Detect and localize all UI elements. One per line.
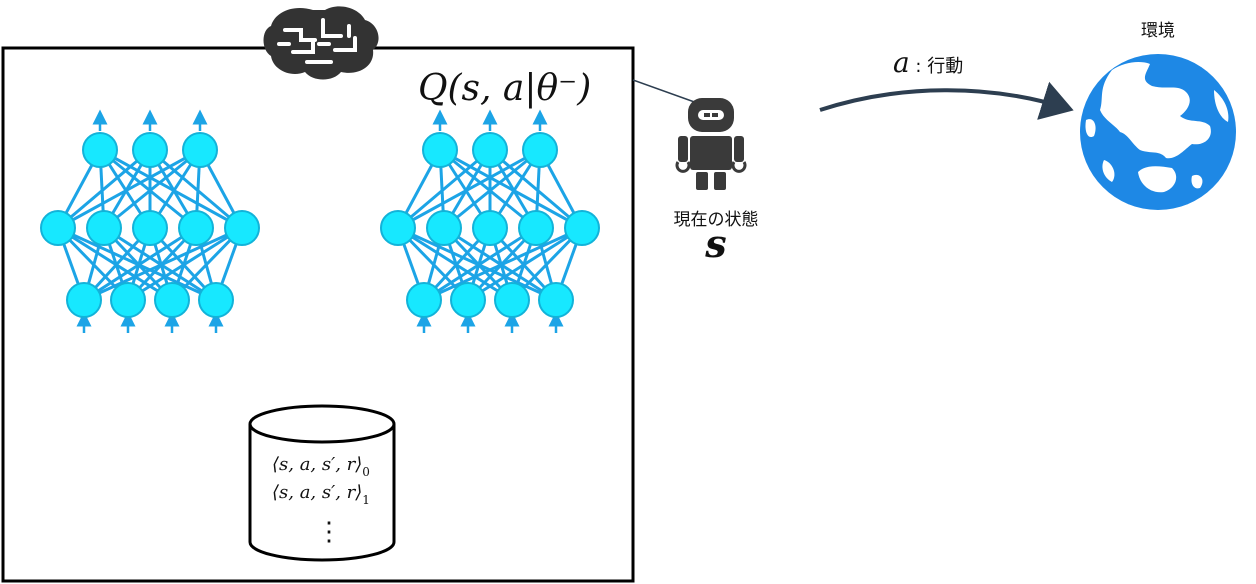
network-connection <box>149 148 243 230</box>
action-text: 行動 <box>927 56 963 77</box>
neuron <box>472 210 508 246</box>
replay-entry-1-index: 1 <box>362 493 370 507</box>
neuron <box>82 132 118 168</box>
state-caption: 現在の状態 <box>674 210 759 230</box>
action-symbol: a <box>893 46 910 79</box>
neuron <box>422 132 458 168</box>
target-network <box>380 109 600 333</box>
earth-icon <box>1080 54 1236 210</box>
neuron <box>406 282 442 318</box>
neuron <box>86 210 122 246</box>
network-connection <box>57 226 173 302</box>
replay-ellipsis: ⋮ <box>316 517 342 547</box>
network-connection <box>397 148 491 230</box>
neuron <box>110 282 146 318</box>
network-connection <box>443 226 557 302</box>
neuron <box>132 210 168 246</box>
network-connection <box>439 148 583 230</box>
neuron <box>472 132 508 168</box>
neuron <box>178 210 214 246</box>
neuron <box>154 282 190 318</box>
action-label: a : 行動 <box>893 46 963 79</box>
network-connection <box>57 148 201 230</box>
robot-icon <box>675 98 747 190</box>
network-connection <box>397 148 541 230</box>
neuron <box>66 282 102 318</box>
network-connection <box>489 148 583 230</box>
neuron <box>132 132 168 168</box>
network-connection <box>99 148 243 230</box>
agent-robot-connector <box>632 79 701 105</box>
neuron <box>494 282 530 318</box>
network-connection <box>57 148 151 230</box>
neuron <box>518 210 554 246</box>
brain-icon <box>263 6 379 80</box>
network-connection <box>103 226 217 302</box>
replay-entry-0-index: 0 <box>362 465 370 479</box>
network-connection <box>57 226 217 302</box>
network-connection <box>103 148 201 230</box>
neuron <box>522 132 558 168</box>
replay-entry-0: ⟨s, a, s′, r⟩0 <box>272 454 370 479</box>
neuron <box>198 282 234 318</box>
neuron <box>564 210 600 246</box>
network-connection <box>99 148 197 230</box>
neuron <box>224 210 260 246</box>
neuron <box>182 132 218 168</box>
q-function-label: Q(s, a|θ⁻) <box>418 68 591 109</box>
action-separator: : <box>910 56 928 77</box>
action-arrow <box>819 81 1074 120</box>
replay-entry-1-tuple: ⟨s, a, s′, r⟩ <box>272 482 362 503</box>
main-network <box>40 109 260 333</box>
replay-entry-1: ⟨s, a, s′, r⟩1 <box>272 482 370 507</box>
neuron <box>538 282 574 318</box>
state-symbol: s <box>704 221 726 266</box>
network-connection <box>397 226 513 302</box>
replay-memory: ⟨s, a, s′, r⟩0 ⟨s, a, s′, r⟩1 ⋮ <box>248 404 396 562</box>
network-connection <box>439 148 537 230</box>
environment-label: 環境 <box>1141 21 1175 41</box>
network-connection <box>443 148 541 230</box>
neuron <box>426 210 462 246</box>
neuron <box>40 210 76 246</box>
cylinder-top <box>248 404 396 444</box>
cylinder-body <box>248 424 396 562</box>
neuron <box>380 210 416 246</box>
network-connection <box>397 226 557 302</box>
neuron <box>450 282 486 318</box>
replay-entry-0-tuple: ⟨s, a, s′, r⟩ <box>272 454 362 475</box>
